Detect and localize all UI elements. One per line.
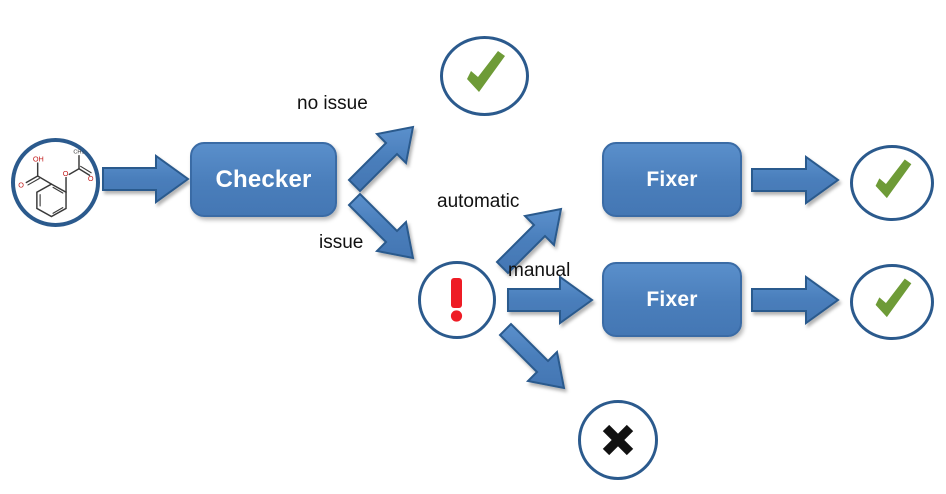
check-icon bbox=[467, 51, 505, 92]
arrow-molecule-to-checker bbox=[102, 154, 190, 204]
exclamation-icon bbox=[450, 278, 463, 322]
ok-top-circle bbox=[440, 36, 529, 116]
check-icon bbox=[875, 159, 912, 199]
atom-label-ch3: CH₃ bbox=[73, 149, 83, 155]
arrow-checker-to-ok-top bbox=[347, 125, 415, 193]
atom-label-o-acetyl: O bbox=[88, 174, 94, 183]
fixer-manual-box[interactable]: Fixer bbox=[602, 262, 742, 337]
arrow-alert-to-fixer-manual bbox=[507, 275, 594, 325]
fail-circle bbox=[578, 400, 658, 480]
atom-label-o-carbonyl: O bbox=[18, 180, 24, 189]
checker-box[interactable]: Checker bbox=[190, 142, 337, 217]
fixer-automatic-box-label: Fixer bbox=[646, 167, 698, 191]
atom-label-oh: OH bbox=[33, 154, 44, 163]
fixer-manual-box-label: Fixer bbox=[646, 287, 698, 311]
aspirin-structure-circle: OH O O O CH₃ bbox=[11, 138, 100, 227]
checker-box-label: Checker bbox=[215, 165, 312, 193]
ok-automatic-circle bbox=[850, 145, 934, 221]
edge-label-manual: manual bbox=[508, 260, 571, 281]
alert-circle bbox=[418, 261, 496, 339]
arrow-alert-to-fail bbox=[498, 322, 566, 390]
cross-icon bbox=[602, 424, 634, 456]
aspirin-structure-icon: OH O O O CH₃ bbox=[18, 149, 94, 218]
edge-label-issue: issue bbox=[319, 232, 364, 253]
arrow-fixer-manual-to-ok bbox=[751, 275, 840, 325]
edge-label-automatic: automatic bbox=[437, 191, 520, 212]
arrow-fixer-automatic-to-ok bbox=[751, 155, 840, 205]
atom-label-o-ester: O bbox=[63, 169, 69, 178]
check-icon bbox=[875, 278, 912, 318]
edge-label-no-issue: no issue bbox=[297, 93, 368, 114]
ok-manual-circle bbox=[850, 264, 934, 340]
fixer-automatic-box[interactable]: Fixer bbox=[602, 142, 742, 217]
